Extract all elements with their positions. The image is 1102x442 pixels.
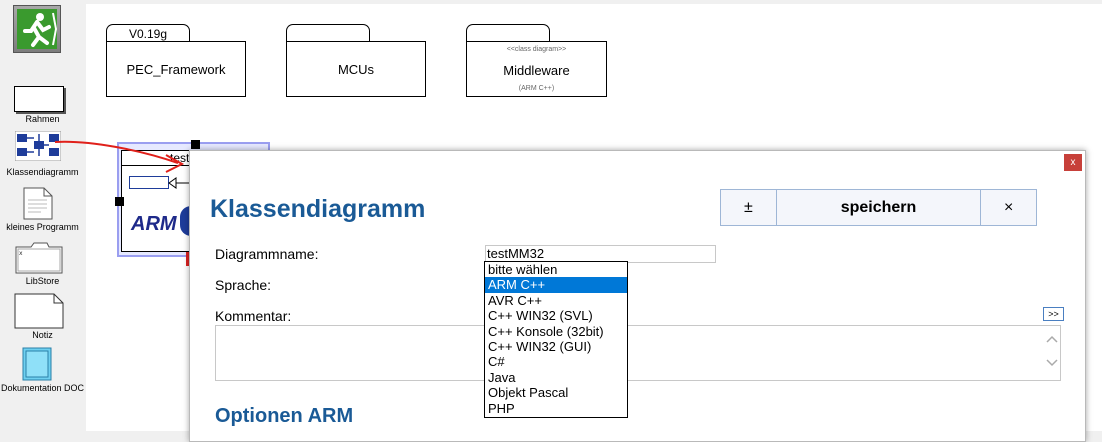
- language-option[interactable]: C++ WIN32 (GUI): [488, 338, 592, 354]
- run-button[interactable]: [13, 5, 61, 53]
- package-name: MCUs: [337, 62, 375, 77]
- red-marker: [186, 252, 189, 266]
- expand-button[interactable]: >>: [1043, 307, 1064, 321]
- language-option[interactable]: AVR C++: [488, 292, 542, 308]
- folder-icon: x: [15, 242, 63, 274]
- comment-scrollbar[interactable]: [1043, 326, 1060, 380]
- close-button[interactable]: ×: [1004, 198, 1014, 216]
- resize-handle[interactable]: [115, 197, 124, 206]
- package-tab: [286, 24, 370, 42]
- tool-libstore[interactable]: x LibStore: [0, 240, 85, 288]
- package-pec-framework[interactable]: V0.19g PEC_Framework: [106, 24, 246, 97]
- save-button[interactable]: speichern: [777, 190, 982, 225]
- tool-notiz[interactable]: Notiz: [0, 292, 85, 342]
- package-name: Middleware: [503, 63, 570, 78]
- package-stereotype: <<class diagram>>: [506, 46, 567, 53]
- tool-label: Dokumentation DOC: [0, 383, 85, 393]
- language-option[interactable]: C++ WIN32 (SVL): [488, 308, 593, 324]
- running-man-icon: [17, 9, 57, 49]
- package-mcus[interactable]: MCUs: [286, 24, 426, 97]
- package-tab: V0.19g: [106, 24, 190, 42]
- frame-icon: [14, 86, 64, 112]
- chevron-down-icon: [1046, 359, 1058, 367]
- tool-rahmen[interactable]: Rahmen: [0, 85, 85, 125]
- package-name: PEC_Framework: [126, 62, 226, 77]
- toggle-button[interactable]: ±: [721, 190, 777, 225]
- tool-label: Notiz: [32, 330, 53, 340]
- language-option[interactable]: PHP: [488, 400, 515, 416]
- language-option[interactable]: ARM C++: [485, 277, 627, 293]
- diagram-name-input[interactable]: testMM32: [485, 245, 716, 263]
- language-option[interactable]: bitte wählen: [488, 262, 558, 277]
- package-note: (ARM C++): [518, 85, 555, 92]
- tool-kleines-programm[interactable]: kleines Programm: [0, 187, 85, 232]
- dialog-title: Klassendiagramm: [210, 195, 426, 223]
- note-icon: [14, 293, 64, 329]
- dialog-button-bar: ± speichern ×: [720, 189, 1037, 226]
- package-middleware[interactable]: <<class diagram>> Middleware (ARM C++): [466, 24, 607, 97]
- tool-label: kleines Programm: [6, 222, 79, 232]
- arm-logo: ARM: [131, 213, 177, 235]
- chevron-up-icon: [1046, 335, 1058, 343]
- document-icon: [23, 187, 53, 220]
- tool-label: LibStore: [25, 276, 60, 286]
- tool-label: Klassendiagramm: [6, 167, 79, 177]
- language-option[interactable]: C#: [488, 354, 505, 370]
- dialog-close-button[interactable]: x: [1064, 154, 1082, 171]
- language-option[interactable]: Objekt Pascal: [488, 385, 569, 401]
- section-title: Optionen ARM: [215, 405, 354, 427]
- tool-label: Rahmen: [25, 114, 60, 124]
- language-option[interactable]: Java: [488, 369, 516, 385]
- resize-handle[interactable]: [191, 140, 200, 149]
- comment-textarea[interactable]: [215, 325, 1061, 381]
- class-diagram-dialog: x Klassendiagramm ± speichern × Diagramm…: [189, 150, 1086, 442]
- language-label: Sprache:: [215, 277, 272, 293]
- language-dropdown-list[interactable]: bitte wählen ARM C++ AVR C++ C++ WIN32 (…: [484, 261, 628, 418]
- svg-text:x: x: [19, 250, 23, 257]
- package-tab: [466, 24, 550, 42]
- class-diagram-icon: [15, 131, 61, 161]
- comment-label: Kommentar:: [215, 308, 292, 324]
- tool-klassendiagramm[interactable]: Klassendiagramm: [0, 130, 85, 178]
- element-box-icon: [129, 176, 169, 189]
- tool-dokumentation-doc[interactable]: Dokumentation DOC: [0, 346, 85, 396]
- doc-folder-icon: [22, 347, 52, 381]
- language-option[interactable]: C++ Konsole (32bit): [488, 323, 604, 339]
- diagram-name-label: Diagrammname:: [215, 246, 319, 262]
- tool-palette: Rahmen Klassendiagramm kleines Programm …: [0, 0, 85, 431]
